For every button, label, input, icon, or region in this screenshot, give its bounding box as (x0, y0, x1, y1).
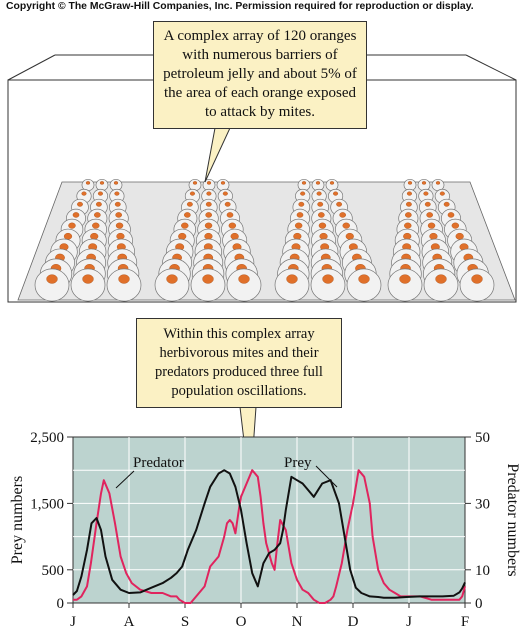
y-left-tick-label: 1,500 (30, 496, 64, 512)
y-left-tick-label: 500 (42, 563, 65, 579)
orange (417, 178, 431, 192)
enclosure-edge-right (465, 54, 517, 81)
enclosure-edge-left (7, 54, 56, 81)
orange (95, 178, 109, 192)
x-tick-label: O (236, 614, 247, 630)
orange (34, 268, 70, 302)
prey-annotation: Prey (284, 455, 312, 471)
orange-array (34, 178, 495, 302)
x-tick-label: S (181, 614, 189, 630)
predator-annotation: Predator (133, 455, 184, 471)
orange (297, 178, 311, 192)
orange (346, 268, 382, 302)
callout-top-pointer (204, 127, 231, 183)
orange (226, 268, 262, 302)
y-axis-left-label: Prey numbers (9, 476, 26, 564)
prey-annotation-leader (315, 465, 338, 488)
x-tick-label: D (348, 614, 359, 630)
y-right-tick-label: 10 (475, 563, 490, 579)
orange (70, 268, 106, 302)
orange (423, 268, 459, 302)
chart-ticks: 0 500 1,500 2,500 0 10 30 50J A S O N D J F (30, 430, 490, 630)
y-right-tick-label: 30 (475, 496, 490, 512)
orange (190, 268, 226, 302)
chart-plot-area (72, 436, 466, 604)
callout-oscillations: Within this complex array herbivorous mi… (136, 318, 342, 408)
orange (188, 178, 202, 192)
y-right-tick-label: 0 (475, 596, 483, 612)
x-tick-label: J (70, 614, 76, 630)
orange (154, 268, 190, 302)
orange (431, 178, 445, 192)
y-left-tick-label: 2,500 (30, 430, 64, 446)
orange (109, 178, 123, 192)
predator-series-line (73, 469, 466, 604)
chart-grid (73, 437, 465, 603)
x-tick-label: J (406, 614, 412, 630)
orange (202, 178, 216, 192)
x-tick-label: A (124, 614, 135, 630)
orange (459, 268, 495, 302)
prey-series-line (72, 469, 466, 599)
y-left-tick-label: 0 (57, 596, 65, 612)
copyright-notice: Copyright © The McGraw-Hill Companies, I… (6, 1, 474, 12)
orange (387, 268, 423, 302)
population-chart: 0 500 1,500 2,500 0 10 30 50J A S O N D J F Predator P… (9, 430, 521, 630)
orange (310, 268, 346, 302)
y-right-tick-label: 50 (475, 430, 490, 446)
orange (106, 268, 142, 302)
x-tick-label: F (461, 614, 469, 630)
x-tick-label: N (292, 614, 303, 630)
y-axis-right-label: Predator numbers (504, 463, 521, 576)
callout-orange-array: A complex array of 120 oranges with nume… (153, 21, 367, 129)
orange (274, 268, 310, 302)
orange (216, 178, 230, 192)
predator-annotation-leader (115, 470, 135, 489)
